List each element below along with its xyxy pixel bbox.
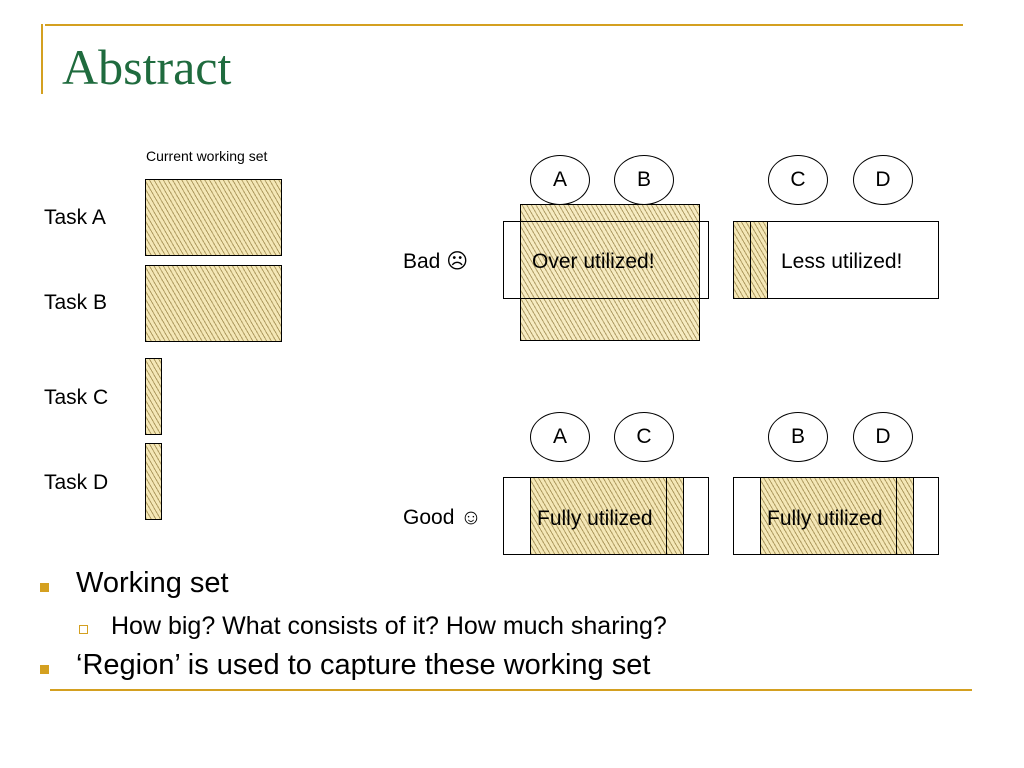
node-c-bad: C bbox=[768, 155, 828, 205]
task-b-working-set bbox=[145, 265, 282, 342]
node-a-good: A bbox=[530, 412, 590, 462]
node-b-bad: B bbox=[614, 155, 674, 205]
fully-utilized-caption-1: Fully utilized bbox=[537, 507, 653, 530]
bullet-marker bbox=[40, 665, 49, 674]
current-working-set-label: Current working set bbox=[146, 148, 268, 164]
task-d-label: Task D bbox=[44, 471, 109, 494]
small-working-set-c bbox=[733, 221, 751, 299]
slide-title: Abstract bbox=[62, 39, 232, 95]
node-c-good: C bbox=[614, 412, 674, 462]
small-working-set-d bbox=[750, 221, 768, 299]
task-a-label: Task A bbox=[44, 206, 106, 229]
task-c-working-set bbox=[145, 358, 162, 435]
task-d-working-set bbox=[145, 443, 162, 520]
bullet-marker bbox=[40, 583, 49, 592]
sub-bullet-marker bbox=[79, 625, 88, 634]
good-label: Good ☺ bbox=[403, 506, 482, 529]
task-b-label: Task B bbox=[44, 291, 108, 314]
top-rule bbox=[45, 24, 963, 26]
node-d-good: D bbox=[853, 412, 913, 462]
node-d-bad: D bbox=[853, 155, 913, 205]
bottom-rule bbox=[50, 689, 972, 691]
working-set-b-in-cache bbox=[760, 477, 897, 555]
working-set-a-in-cache bbox=[530, 477, 667, 555]
sub-bullet-questions: How big? What consists of it? How much s… bbox=[111, 612, 667, 640]
bullet-working-set: Working set bbox=[76, 567, 229, 599]
over-utilized-caption: Over utilized! bbox=[532, 250, 655, 273]
bad-label: Bad ☹ bbox=[403, 250, 469, 273]
task-a-working-set bbox=[145, 179, 282, 256]
overflowing-working-set bbox=[520, 204, 700, 341]
less-utilized-caption: Less utilized! bbox=[781, 250, 903, 273]
working-set-d-in-cache bbox=[896, 477, 914, 555]
fully-utilized-caption-2: Fully utilized bbox=[767, 507, 883, 530]
bullet-region: ‘Region’ is used to capture these workin… bbox=[76, 649, 651, 681]
node-a-bad: A bbox=[530, 155, 590, 205]
working-set-c-in-cache bbox=[666, 477, 684, 555]
node-b-good: B bbox=[768, 412, 828, 462]
cache-outline-bad-1 bbox=[503, 221, 709, 299]
task-c-label: Task C bbox=[44, 386, 109, 409]
left-rule bbox=[41, 24, 43, 94]
